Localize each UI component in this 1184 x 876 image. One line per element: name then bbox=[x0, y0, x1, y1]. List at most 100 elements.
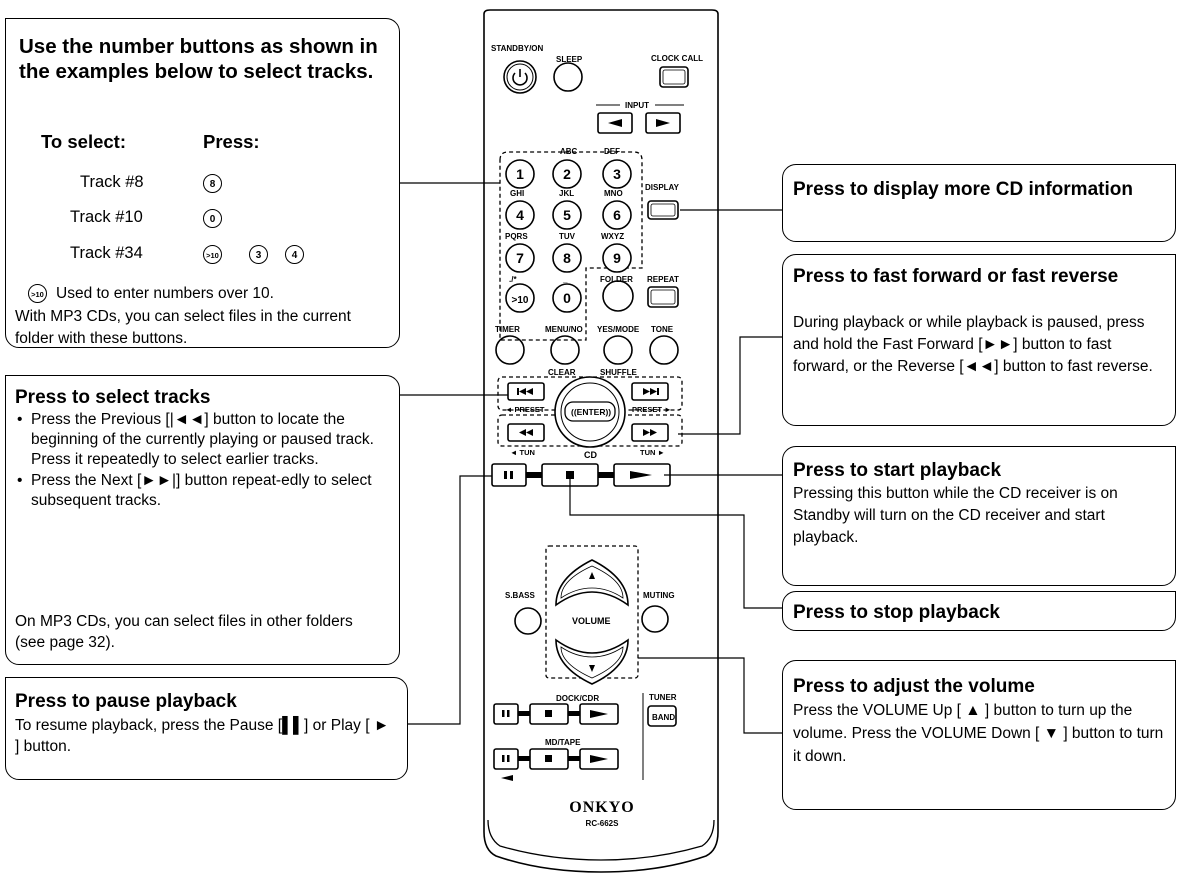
number-key-label: 5 bbox=[563, 207, 571, 223]
track-34-label: Track #34 bbox=[70, 244, 143, 262]
gt10-note-icon: >10 bbox=[28, 284, 47, 303]
number-key-button[interactable] bbox=[602, 159, 632, 189]
tun-right-label: TUN ► bbox=[640, 448, 665, 457]
onkyo-logo: ONKYO bbox=[569, 799, 634, 816]
menu-no-button[interactable] bbox=[550, 335, 580, 365]
number-key-button[interactable] bbox=[552, 283, 582, 313]
repeat-button[interactable] bbox=[647, 286, 679, 308]
stop-icon bbox=[566, 471, 574, 479]
clear-label: CLEAR bbox=[548, 368, 576, 377]
fast-forward-title: Press to fast forward or fast reverse bbox=[793, 266, 1119, 287]
volume-text: Press the VOLUME Up [ ▲ ] button to turn… bbox=[793, 702, 1164, 765]
timer-button[interactable] bbox=[495, 335, 525, 365]
number-key-button[interactable] bbox=[505, 200, 535, 230]
number-key-button[interactable] bbox=[505, 243, 535, 273]
band-label: BAND bbox=[652, 713, 675, 722]
clock-call-label: CLOCK CALL bbox=[651, 54, 703, 63]
number-key-label: 6 bbox=[613, 207, 621, 223]
dock-pause-button[interactable] bbox=[493, 703, 519, 725]
key-gt10-icon: >10 bbox=[203, 245, 222, 264]
fast-forward-icon bbox=[643, 429, 657, 436]
svg-text:DEF: DEF bbox=[604, 147, 620, 156]
band-button[interactable] bbox=[647, 705, 677, 727]
number-key-button[interactable] bbox=[505, 283, 535, 313]
previous-bullet: Press the Previous [|◄◄] button to locat… bbox=[17, 410, 401, 470]
number-key-button[interactable] bbox=[552, 243, 582, 273]
md-tape-label: MD/TAPE bbox=[545, 738, 581, 747]
svg-text:ABC: ABC bbox=[560, 147, 578, 156]
repeat-label: REPEAT bbox=[647, 275, 679, 284]
number-key-label: >10 bbox=[512, 295, 529, 306]
previous-icon bbox=[517, 388, 533, 395]
input-left-button[interactable] bbox=[597, 112, 633, 134]
tone-button[interactable] bbox=[649, 335, 679, 365]
start-playback-title: Press to start playback bbox=[793, 460, 1002, 481]
folder-button[interactable] bbox=[602, 280, 634, 312]
md-pause-button[interactable] bbox=[493, 748, 519, 770]
cd-label: CD bbox=[584, 450, 597, 460]
enter-button[interactable] bbox=[564, 401, 616, 422]
timer-label: TIMER bbox=[495, 325, 520, 334]
number-key-button[interactable] bbox=[602, 243, 632, 273]
volume-down-icon bbox=[589, 665, 595, 672]
volume-down-button[interactable] bbox=[555, 638, 629, 685]
select-by-number-title: Use the number buttons as shown in the e… bbox=[19, 35, 378, 83]
keypad-letters: ABC DEF GHI JKL MNO PQRS TUV WXYZ ./* _ bbox=[505, 147, 624, 284]
key-3-icon: 3 bbox=[249, 245, 268, 264]
pause-text: To resume playback, press the Pause [▌▌]… bbox=[15, 717, 390, 755]
number-key-button[interactable] bbox=[602, 200, 632, 230]
reverse-icon bbox=[519, 429, 533, 436]
volume-title: Press to adjust the volume bbox=[793, 676, 1035, 697]
input-right-button[interactable] bbox=[645, 112, 681, 134]
cd-pause-button[interactable] bbox=[491, 463, 527, 487]
tun-left-label: ◄ TUN bbox=[510, 448, 535, 457]
play-icon bbox=[630, 471, 652, 479]
enter-label: ((ENTER)) bbox=[571, 407, 611, 417]
number-key-button[interactable] bbox=[552, 159, 582, 189]
tuner-label: TUNER bbox=[649, 693, 677, 702]
muting-label: MUTING bbox=[643, 591, 675, 600]
yes-mode-label: YES/MODE bbox=[597, 325, 640, 334]
select-by-number-box: Use the number buttons as shown in the e… bbox=[5, 18, 400, 348]
key-4-icon: 4 bbox=[285, 245, 304, 264]
svg-text:WXYZ: WXYZ bbox=[601, 232, 624, 241]
number-key-label: 0 bbox=[563, 290, 571, 306]
number-key-label: 2 bbox=[563, 166, 571, 182]
svg-text:PQRS: PQRS bbox=[505, 232, 528, 241]
number-key-button[interactable] bbox=[505, 159, 535, 189]
s-bass-button[interactable] bbox=[514, 607, 542, 635]
svg-text:MNO: MNO bbox=[604, 189, 623, 198]
display-button[interactable] bbox=[647, 200, 679, 220]
clock-call-button[interactable] bbox=[659, 66, 689, 88]
pause-icon bbox=[504, 471, 513, 479]
start-playback-text: Pressing this button while the CD receiv… bbox=[793, 485, 1118, 546]
folder-label: FOLDER bbox=[600, 275, 633, 284]
fast-forward-box: Press to fast forward or fast reverse Du… bbox=[782, 254, 1176, 426]
number-keypad-frame bbox=[499, 151, 643, 341]
muting-button[interactable] bbox=[641, 605, 669, 633]
display-label: DISPLAY bbox=[645, 183, 680, 192]
dock-cdr-label: DOCK/CDR bbox=[556, 694, 599, 703]
input-label: INPUT bbox=[625, 101, 649, 110]
yes-mode-button[interactable] bbox=[603, 335, 633, 365]
pause-title: Press to pause playback bbox=[15, 691, 237, 712]
shuffle-label: SHUFFLE bbox=[600, 368, 638, 377]
display-box: Press to display more CD information bbox=[782, 164, 1176, 242]
volume-up-button[interactable] bbox=[555, 559, 629, 607]
sleep-button[interactable] bbox=[553, 62, 583, 92]
start-playback-box: Press to start playback Pressing this bu… bbox=[782, 446, 1176, 586]
standby-button[interactable] bbox=[503, 60, 537, 94]
menu-no-label: MENU/NO bbox=[545, 325, 583, 334]
key-0-icon: 0 bbox=[203, 209, 222, 228]
mp3-note: With MP3 CDs, you can select files in th… bbox=[15, 308, 351, 347]
number-key-label: 1 bbox=[516, 166, 524, 182]
number-key-button[interactable] bbox=[552, 200, 582, 230]
svg-text:_: _ bbox=[562, 275, 568, 284]
volume-box: Press to adjust the volume Press the VOL… bbox=[782, 660, 1176, 810]
model-label: RC-662S bbox=[586, 819, 620, 828]
gt10-note: Used to enter numbers over 10. bbox=[56, 285, 274, 302]
press-header: Press: bbox=[203, 131, 260, 152]
